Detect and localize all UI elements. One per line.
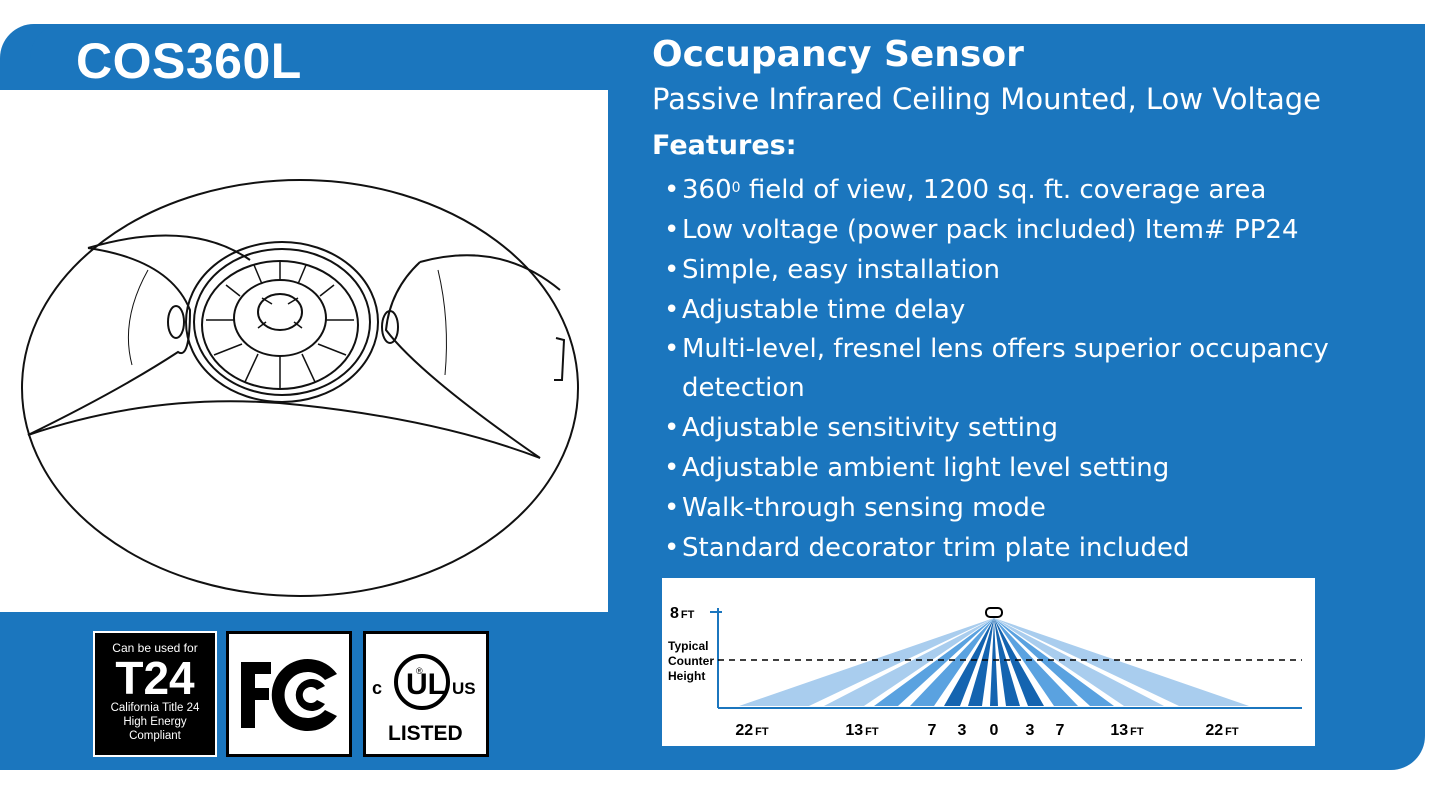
coverage-beams (739, 618, 1249, 706)
t24-top-text: Can be used for (112, 641, 198, 655)
product-subtitle: Passive Infrared Ceiling Mounted, Low Vo… (652, 82, 1321, 116)
t24-line-2: High Energy (123, 716, 187, 728)
product-title: Occupancy Sensor (652, 34, 1024, 75)
distance-tick-label: 3 (1026, 722, 1035, 739)
coverage-beam (910, 618, 994, 706)
coverage-beam (994, 618, 1044, 706)
features-heading: Features: (652, 130, 797, 161)
sensor-drawing (21, 179, 579, 597)
counter-label-2: Counter (668, 654, 714, 668)
coverage-beam (968, 618, 994, 706)
coverage-beam (994, 618, 1249, 706)
feature-item: Adjustable ambient light level setting (664, 448, 1404, 488)
feature-item: Adjustable sensitivity setting (664, 408, 1404, 448)
title-strip (30, 24, 608, 90)
t24-line-1: California Title 24 (110, 702, 200, 714)
distance-tick-label: 3 (958, 722, 967, 739)
product-illustration (0, 90, 608, 612)
counter-label-3: Height (668, 669, 705, 683)
t24-badge: Can be used for T24 California Title 24 … (93, 631, 217, 757)
coverage-beam (874, 618, 994, 706)
feature-item: Walk-through sensing mode (664, 488, 1404, 528)
feature-item: Simple, easy installation (664, 250, 1404, 290)
counter-label-1: Typical (668, 639, 708, 653)
coverage-beam (990, 618, 998, 706)
feature-item: Standard decorator trim plate included (664, 528, 1404, 568)
coverage-beam (994, 618, 1114, 706)
ul-icon: UL c US ® LISTED (372, 654, 476, 745)
ul-reg-mark: ® (416, 666, 423, 676)
ul-c-text: c (372, 678, 382, 698)
coverage-beam (824, 618, 994, 706)
t24-line-3: Compliant (129, 730, 181, 742)
feature-item: Adjustable time delay (664, 290, 1404, 330)
t24-logo-text: T24 (115, 652, 195, 704)
feature-item: Low voltage (power pack included) Item# … (664, 210, 1404, 250)
coverage-beam (944, 618, 994, 706)
sensor-icon (985, 607, 1003, 618)
coverage-beam (994, 618, 1020, 706)
ul-listed-logo: UL c US ® LISTED (363, 631, 489, 757)
distance-tick-label: 0 (990, 722, 999, 739)
fcc-icon (241, 659, 337, 731)
feature-item: Multi-level, fresnel lens offers superio… (664, 330, 1384, 408)
ul-us-text: US (452, 679, 476, 698)
features-list: 3600 field of view, 1200 sq. ft. coverag… (664, 170, 1404, 568)
fcc-logo (226, 631, 352, 757)
coverage-beam (994, 618, 1164, 706)
coverage-beam (739, 618, 994, 706)
model-number: COS360L (76, 33, 302, 89)
coverage-beam (994, 618, 1078, 706)
distance-tick-label: 7 (928, 722, 937, 739)
distance-tick-label: 7 (1056, 722, 1065, 739)
ul-mark: UL (406, 668, 446, 701)
ul-listed-text: LISTED (388, 722, 463, 745)
feature-item: 3600 field of view, 1200 sq. ft. coverag… (664, 170, 1404, 210)
